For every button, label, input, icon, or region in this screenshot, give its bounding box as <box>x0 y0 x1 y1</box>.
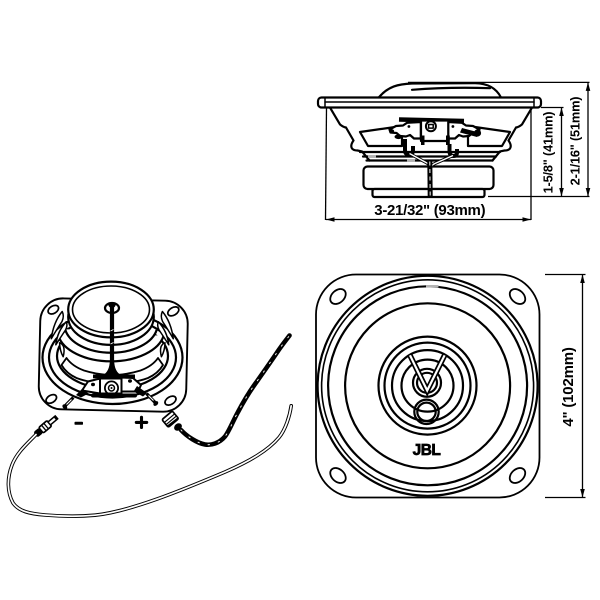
svg-text:1-5/8" (41mm): 1-5/8" (41mm) <box>541 112 556 194</box>
svg-text:4" (102mm): 4" (102mm) <box>560 347 577 427</box>
svg-text:JBL: JBL <box>413 442 441 459</box>
svg-text:2-1/16" (51mm): 2-1/16" (51mm) <box>568 97 583 186</box>
svg-text:3-21/32" (93mm): 3-21/32" (93mm) <box>374 202 485 219</box>
